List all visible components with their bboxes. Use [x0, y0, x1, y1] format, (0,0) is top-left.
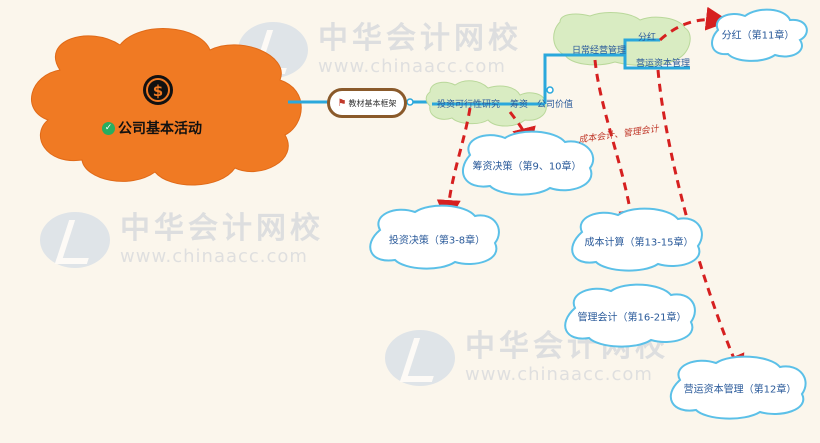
cloud-cost-label[interactable]: 成本计算（第13-15章） — [584, 237, 694, 249]
watermark-cn: 中华会计网校 — [318, 21, 522, 56]
chinaacc-logo-icon — [40, 212, 110, 268]
arrow-dividend — [658, 6, 730, 42]
dividend-branch — [623, 38, 660, 55]
cloud-working-capital — [669, 355, 807, 420]
watermark-url: www.chinaacc.com — [465, 364, 653, 385]
dollar-coin-icon: $ — [143, 75, 173, 105]
svg-text:$: $ — [153, 82, 163, 100]
branch-working-capital[interactable]: 营运资本管理 — [636, 59, 691, 69]
cloud-investment-label[interactable]: 投资决策（第3-8章） — [388, 235, 486, 247]
frame-node[interactable]: ⚑ 教材基本框架 — [327, 88, 407, 118]
cloud-working-capital-label[interactable]: 营运资本管理（第12章） — [683, 384, 797, 396]
arrow-cost — [593, 59, 643, 234]
check-icon: ✓ — [102, 121, 115, 135]
watermark-3: 中华会计网校 www.chinaacc.com — [385, 330, 669, 386]
cloud-dividend — [711, 8, 808, 62]
branch-invest[interactable]: 投资可行性研究 — [437, 100, 501, 110]
arrow-working-capital — [656, 69, 745, 380]
watermark-url: www.chinaacc.com — [120, 246, 308, 267]
red-flag-icon: ⚑ — [337, 97, 347, 109]
watermark-cn: 中华会计网校 — [120, 211, 324, 246]
working-capital-branch — [623, 55, 690, 70]
cloud-investment — [369, 204, 500, 270]
branch-company-value[interactable]: 公司价值 — [537, 100, 574, 110]
watermark-url: www.chinaacc.com — [318, 56, 506, 77]
branch-dividend[interactable]: 分红 — [638, 33, 657, 43]
chinaacc-logo-icon — [385, 330, 455, 386]
branch-finance[interactable]: 筹资 — [510, 100, 529, 110]
cloud-financing-label[interactable]: 筹资决策（第9、10章） — [472, 161, 582, 173]
green-bubble-top — [553, 12, 691, 66]
cloud-mgmt-accounting — [564, 283, 696, 348]
cloud-financing — [461, 130, 595, 196]
watermark-1: 中华会计网校 www.chinaacc.com — [238, 22, 522, 78]
frame-label: 教材基本框架 — [348, 98, 397, 108]
root-title-text: 公司基本活动 — [118, 121, 202, 137]
cloud-mgmt-accounting-label[interactable]: 管理会计（第16-21章） — [577, 312, 687, 324]
cloud-dividend-label[interactable]: 分红（第11章） — [721, 30, 795, 42]
root-node-title[interactable]: ✓ 公司基本活动 — [102, 118, 202, 138]
watermark-2: 中华会计网校 www.chinaacc.com — [40, 212, 324, 268]
root-cloud — [30, 28, 302, 186]
cloud-cost — [571, 207, 703, 272]
branch-daily-mgmt[interactable]: 日常经营管理 — [572, 46, 627, 56]
